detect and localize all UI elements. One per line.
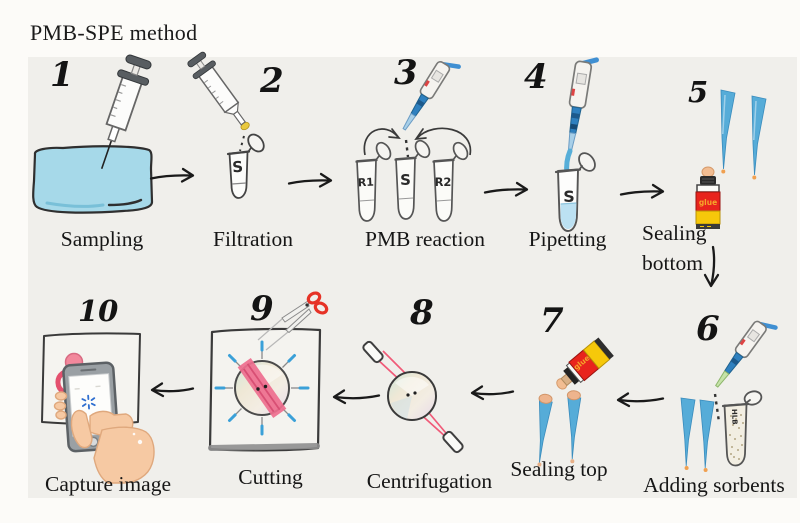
arrow-step6-step7-icon: [616, 392, 665, 408]
taped-disc-icon: [234, 358, 290, 418]
arrow-step3-step4-icon: [483, 181, 529, 197]
arrow-step2-step3-icon: [287, 172, 333, 188]
arrow-step1-step2-icon: [149, 167, 195, 183]
figure-title: PMB-SPE method: [30, 20, 198, 45]
filtration-illustration: S: [187, 51, 265, 199]
pipette-tip-icon: [751, 95, 767, 180]
sample-tube-icon: [226, 133, 265, 199]
step-8-label: Centrifugation: [366, 469, 493, 493]
sample-tube-icon: [554, 152, 596, 232]
step-8-number: 8: [410, 293, 434, 333]
sample-pad: [32, 145, 154, 214]
pipette-tip-icon: [720, 89, 736, 174]
transfer-arc-left: [363, 128, 399, 156]
step-4-label: Pipetting: [528, 227, 607, 251]
arrow-step8-step9-icon: [332, 389, 381, 405]
figure-background-panel: [28, 57, 797, 498]
cutting-illustration: [208, 291, 329, 452]
tube-label-s: S: [563, 187, 575, 206]
tube-label-s: S: [232, 158, 244, 177]
step-3-number: 3: [394, 53, 418, 93]
sealed-tip-icon: [537, 393, 553, 467]
pmb-reaction-illustration: R1 S R2: [355, 61, 472, 222]
step-5-label-line2: bottom: [642, 251, 703, 275]
pipette-tip-icon: [680, 397, 696, 470]
sampling-illustration: [32, 54, 154, 214]
pipette-icon: [402, 61, 461, 131]
glue-bottle-icon: glue: [695, 166, 721, 229]
tube-label-hlb: HLB: [730, 409, 739, 425]
screen-star-icon: [81, 394, 96, 410]
arrow-step5-step6-icon: [703, 245, 720, 288]
tube-label-s: S: [400, 171, 411, 189]
tube-label-r2: R2: [435, 175, 452, 189]
arrow-step4-step5-icon: [619, 183, 665, 199]
step-9-label: Cutting: [238, 465, 303, 489]
adding-sorbents-illustration: HLB: [680, 320, 778, 472]
transfer-arc-right: [416, 127, 472, 156]
reagent2-tube-icon: [432, 141, 469, 222]
pipette-icon: [715, 320, 778, 388]
spinning-disc-icon: [387, 371, 437, 421]
step-6-label: Adding sorbents: [643, 473, 785, 497]
step-5-number: 5: [688, 75, 709, 109]
step-7-number: 7: [540, 301, 564, 341]
glue-bottle-label: glue: [699, 198, 717, 207]
sealing-bottom-illustration: glue: [695, 89, 767, 229]
tube-label-r1: R1: [357, 176, 374, 190]
pipette-icon: [567, 57, 599, 152]
arrow-step9-step10-icon: [150, 382, 195, 398]
step-5-label-line1: Sealing: [642, 221, 707, 245]
step-1-number: 1: [50, 55, 74, 95]
spokes: [214, 340, 310, 436]
step-1-label: Sampling: [60, 227, 144, 251]
step-4-number: 4: [524, 57, 548, 97]
sealed-tip-icon: [566, 390, 582, 464]
step-3-label: PMB reaction: [364, 227, 486, 251]
step-7-label: Sealing top: [510, 457, 608, 481]
step-10-label: Capture image: [45, 472, 171, 496]
pipette-tip-icon: [699, 399, 715, 472]
string-handle-icon: [362, 340, 384, 364]
pipetting-illustration: S: [554, 57, 599, 232]
sample-tube-icon: [394, 139, 431, 220]
capture-image-illustration: [41, 332, 155, 484]
reagent1-tube-icon: [355, 141, 392, 222]
syringe-icon: [100, 54, 152, 170]
sealing-top-illustration: glue: [537, 337, 614, 467]
string-handle-icon: [442, 430, 464, 454]
step-2-label: Filtration: [212, 227, 294, 251]
sorbent-tube-icon: HLB: [721, 390, 763, 467]
step-10-number: 10: [78, 294, 119, 328]
arrow-step7-step8-icon: [470, 385, 515, 401]
centrifugation-illustration: [362, 340, 464, 454]
filter-syringe-icon: [187, 51, 250, 131]
glue-bottle-icon: glue: [556, 337, 614, 390]
scissors-icon: [257, 291, 329, 351]
step-9-number: 9: [250, 289, 274, 329]
step-2-number: 2: [260, 61, 284, 101]
step-6-number: 6: [696, 309, 720, 349]
